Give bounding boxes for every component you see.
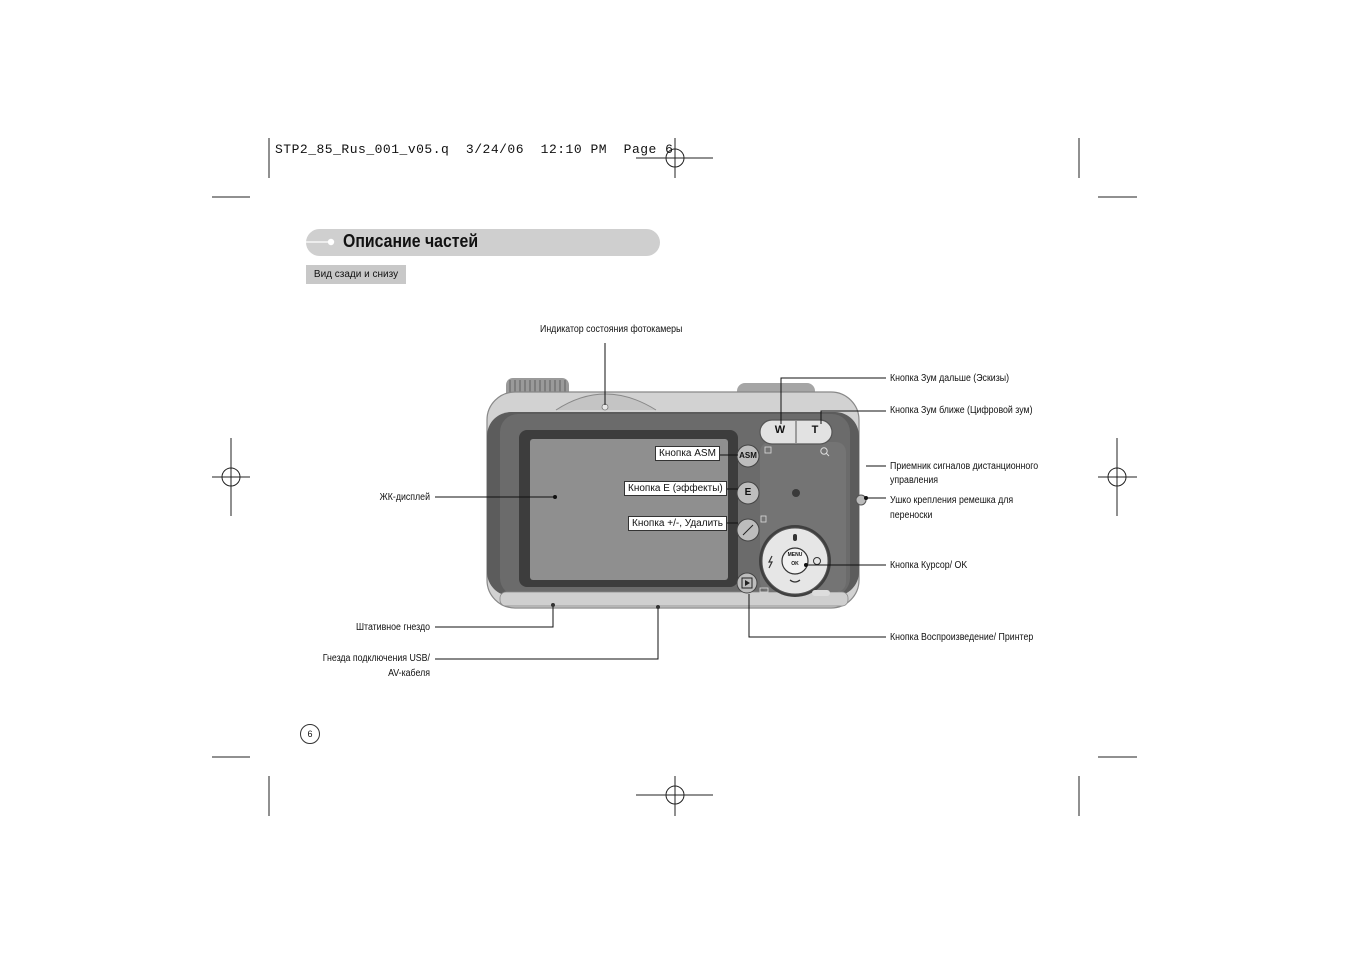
label-zoom-w: Кнопка Зум дальше (Эскизы) [890,373,1010,384]
asm-key: ASM [739,451,757,460]
label-delete-button: Кнопка +/-, Удалить [628,516,727,531]
print-slug: STP2_85_Rus_001_v05.q 3/24/06 12:10 PM P… [275,142,674,157]
strap-eyelet-icon [855,494,867,506]
label-strap-line2: переноски [890,510,933,521]
remote-sensor-icon [792,489,800,497]
label-cursor-ok: Кнопка Курсор/ OK [890,560,968,571]
trash-icon [760,515,767,523]
effects-button-icon [736,481,760,505]
menu-key: MENU [787,552,803,558]
page-title: Описание частей [343,231,479,251]
label-strap-line1: Ушко крепления ремешка для [890,495,1014,506]
label-asm-button: Кнопка ASM [655,446,720,461]
label-lcd: ЖК-дисплей [379,492,430,503]
label-usb-line2: AV-кабеля [388,668,430,679]
label-tripod: Штативное гнездо [355,622,430,633]
label-playback-printer: Кнопка Воспроизведение/ Принтер [890,632,1034,643]
section-title-bar [306,229,660,256]
label-remote-line2: управления [890,475,939,486]
label-status-indicator: Индикатор состояния фотокамеры [540,324,683,335]
microphone-icon [793,534,797,541]
page-number: 6 [300,724,320,744]
flash-icon [768,555,773,569]
printer-icon [759,587,769,593]
section-subtitle: Вид сзади и снизу [306,265,406,284]
thumbnail-icon [764,446,772,454]
macro-icon [789,579,801,583]
battery-icon [812,590,830,596]
zoom-t-key: T [811,424,819,436]
magnifier-icon [820,447,828,455]
label-effects-button: Кнопка E (эффекты) [624,481,727,496]
ok-key: OK [791,561,799,567]
menu-ok-button-icon [781,547,809,575]
lcd-screen [530,439,728,580]
zoom-w-key: W [774,424,786,436]
bullet-icon [306,238,335,246]
effects-key: E [744,487,752,498]
label-remote-line1: Приемник сигналов дистанционного [890,461,1039,472]
asm-button-icon [736,444,760,468]
label-zoom-t: Кнопка Зум ближе (Цифровой зум) [890,405,1033,416]
label-usb-line1: Гнезда подключения USB/ [322,653,430,664]
